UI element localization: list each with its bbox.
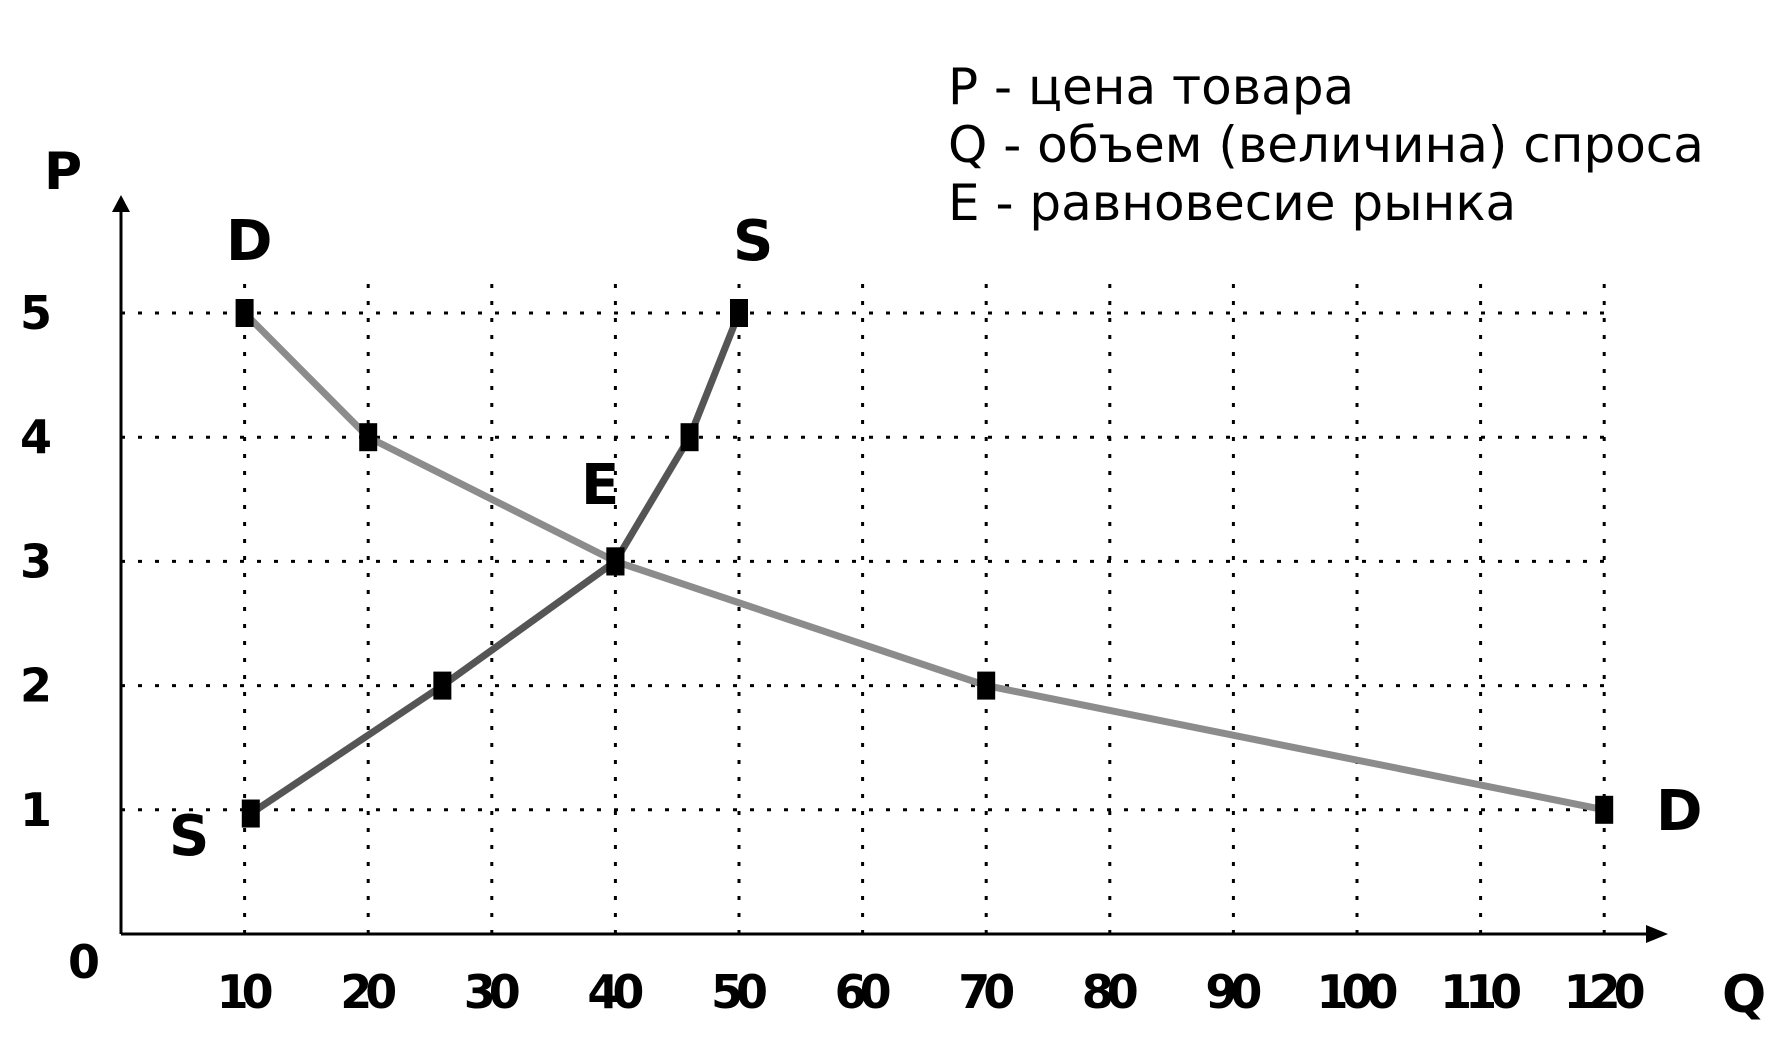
y-axis-title: P (44, 142, 82, 202)
x-tick-label-50: 50 (711, 965, 766, 1019)
tick-labels: 10 20 30 40 50 60 70 80 90 100 110 120 1 2 3 4 5 (20, 286, 1651, 1019)
x-tick-label-20: 20 (340, 965, 395, 1019)
supply-point-2 (606, 547, 625, 576)
y-tick-label-2: 2 (20, 659, 52, 713)
supply-point-3 (680, 423, 699, 452)
demand-label-top: D (226, 209, 272, 274)
demand-label-bottom: D (1656, 779, 1702, 844)
x-axis-title: Q (1722, 965, 1766, 1025)
x-tick-label-80: 80 (1082, 965, 1137, 1019)
x-tick-label-100: 100 (1316, 965, 1396, 1019)
equilibrium-label: E (581, 453, 619, 518)
legend-line-quantity: Q - объем (величина) спроса (948, 116, 1704, 174)
x-tick-label-30: 30 (464, 965, 519, 1019)
series (235, 299, 1614, 828)
x-tick-label-90: 90 (1205, 965, 1260, 1019)
demand-point-3 (977, 671, 996, 700)
x-tick-label-60: 60 (835, 965, 890, 1019)
demand-point-4 (1595, 795, 1614, 824)
curve-labels: D D S S E (169, 209, 1702, 869)
x-tick-label-120: 120 (1564, 965, 1644, 1019)
legend-line-price: P - цена товара (948, 58, 1354, 116)
origin-label: 0 (68, 935, 100, 989)
demand-curve (241, 309, 1608, 814)
supply-point-4 (730, 299, 748, 327)
grid-lines (121, 283, 1613, 934)
supply-label-top: S (733, 209, 773, 274)
axes: P Q 0 (44, 142, 1766, 1025)
y-tick-label-5: 5 (20, 286, 52, 340)
supply-point-1 (433, 671, 452, 700)
demand-point-0 (235, 299, 254, 327)
legend-line-equilibrium: E - равновесие рынка (948, 174, 1516, 232)
supply-label-bottom: S (169, 804, 209, 869)
demand-point-1 (359, 423, 378, 452)
y-tick-label-3: 3 (20, 534, 52, 588)
legend: P - цена товара Q - объем (величина) спр… (948, 58, 1704, 232)
y-tick-label-1: 1 (20, 783, 52, 837)
x-axis-arrow-icon (1646, 925, 1668, 943)
supply-point-0 (241, 799, 260, 828)
x-tick-label-40: 40 (587, 965, 642, 1019)
x-tick-label-10: 10 (217, 965, 272, 1019)
y-tick-label-4: 4 (20, 410, 52, 464)
x-tick-label-110: 110 (1440, 965, 1520, 1019)
x-tick-label-70: 70 (958, 965, 1013, 1019)
y-axis-arrow-icon (112, 195, 130, 212)
